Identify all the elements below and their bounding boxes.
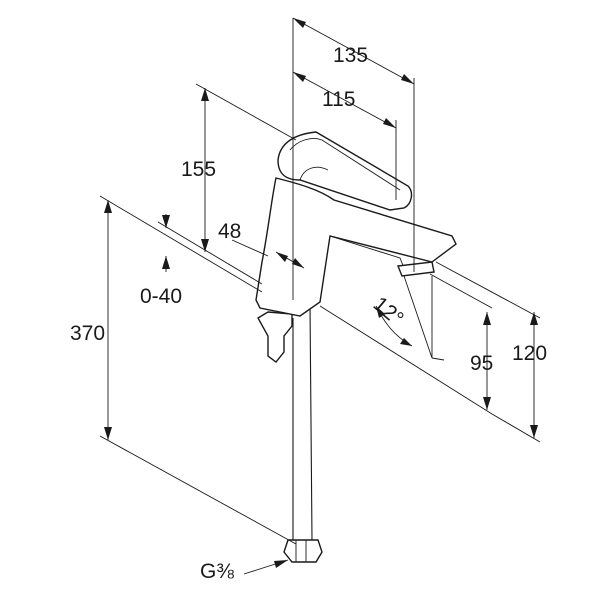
hose-connector [283,539,323,563]
aerator-outlet [397,261,435,277]
thread-label: G⅜ [200,560,234,583]
faucet-body [255,131,457,563]
dim-48-label: 48 [218,220,241,243]
faucet-main-body [255,177,457,317]
spray-angle: 12° [369,275,445,361]
dim-115: 115 [292,71,397,200]
supply-hose [292,304,313,541]
thread-callout: G⅜ [200,559,289,583]
mounting-nut [257,311,293,363]
dim-370: 370 [70,195,297,545]
dim-155: 155 [181,83,297,252]
dim-95-label: 95 [470,352,493,375]
dim-48: 48 [218,220,305,269]
dim-120-label: 120 [512,342,547,365]
dim-115-label: 115 [322,88,355,111]
dim-135-label: 135 [333,44,368,67]
dim-135: 135 [292,17,415,300]
dim-0-40: 0-40 [140,214,263,308]
dim-0-40-label: 0-40 [140,285,182,308]
dim-95: 95 [319,273,493,415]
dim-370-label: 370 [70,322,105,345]
dim-155-label: 155 [181,158,216,181]
dim-120: 120 [435,261,547,443]
spray-angle-label: 12° [369,293,408,331]
